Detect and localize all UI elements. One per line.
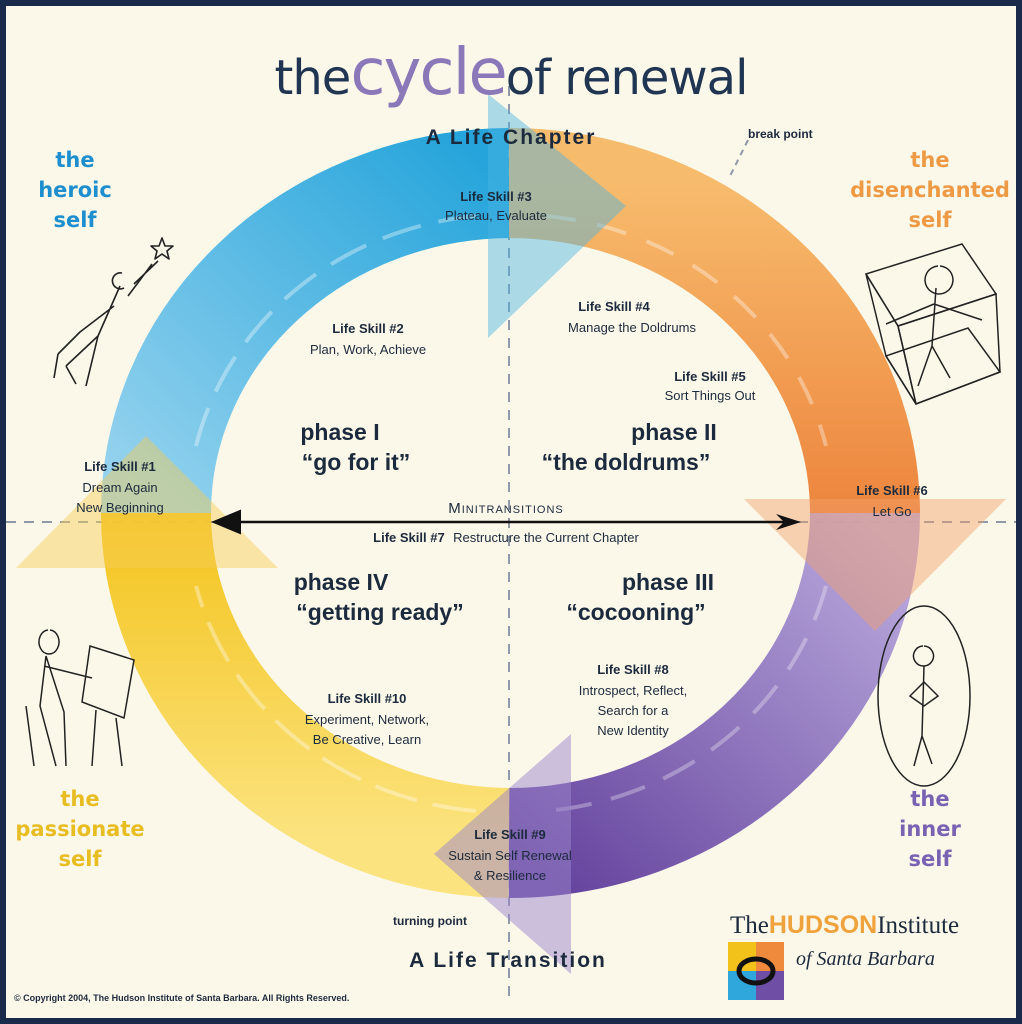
logo-the: The xyxy=(730,912,769,939)
inner-self-label: the inner self xyxy=(899,784,961,874)
life-skill-8-line: Introspect, Reflect, xyxy=(578,683,688,698)
disenchanted-self-figure xyxy=(864,243,1002,406)
life-skill-7-line: Restructure the Current Chapter xyxy=(453,530,639,545)
life-skill-8-title: Life Skill #8 xyxy=(597,662,669,677)
logo-name: HUDSON xyxy=(768,911,878,939)
hudson-logo-icon xyxy=(728,942,784,1000)
arrowhead-bottom xyxy=(434,734,571,974)
copyright-notice: © Copyright 2004, The Hudson Institute o… xyxy=(14,993,350,1003)
logo-institute: Institute xyxy=(877,912,960,939)
life-skill-9-line: & Resilience xyxy=(473,868,547,883)
disenchanted-self-line: the xyxy=(910,148,950,172)
phase-2-title: phase II xyxy=(631,419,717,445)
life-skill-4-line: Manage the Doldrums xyxy=(568,320,696,335)
passionate-self-figure xyxy=(25,629,135,767)
passionate-self-line: the xyxy=(60,787,100,811)
cycle-diagram xyxy=(6,86,1016,996)
arrowhead-right xyxy=(744,499,1006,631)
life-skill-9-title: Life Skill #9 xyxy=(474,827,546,842)
phase-1-subtitle: “go for it” xyxy=(301,449,411,475)
passionate-self-line: self xyxy=(58,847,102,871)
phase-1-title: phase I xyxy=(300,419,380,445)
arrow-tail xyxy=(776,514,801,530)
life-skill-1-line: Dream Again xyxy=(82,480,158,495)
phase-2-subtitle: “the doldrums” xyxy=(541,449,711,475)
ring-segment-purple xyxy=(508,512,920,898)
poster-title: thecycleof renewal xyxy=(6,36,1016,110)
brush-streak xyxy=(194,585,477,813)
break-point-tick xyxy=(729,139,749,177)
life-skill-1-title: Life Skill #1 xyxy=(84,459,156,474)
life-skill-7: Life Skill #7 Restructure the Current Ch… xyxy=(373,528,639,547)
life-transition-label: A Life Transition xyxy=(409,949,607,972)
inner-self-line: self xyxy=(908,847,952,871)
turning-point-label: turning point xyxy=(393,914,467,928)
phase-4-subtitle: “getting ready” xyxy=(296,599,464,625)
life-skill-2-title: Life Skill #2 xyxy=(332,321,404,336)
brush-streak xyxy=(194,214,477,447)
ring-segment-blue xyxy=(101,128,511,514)
brush-streak xyxy=(545,585,828,813)
life-skill-6-line: Let Go xyxy=(872,504,912,519)
life-skill-8-line: Search for a xyxy=(597,703,669,718)
passionate-self-label: the passionate self xyxy=(15,784,144,874)
life-chapter-label: A Life Chapter xyxy=(425,126,597,149)
life-skill-9-line: Sustain Self Renewal xyxy=(448,848,572,863)
inner-self-line: inner xyxy=(899,817,961,841)
arrowhead-top xyxy=(488,94,626,338)
life-skill-7-title: Life Skill #7 xyxy=(373,530,445,545)
brush-streak xyxy=(545,214,828,447)
life-skill-10-line: Be Creative, Learn xyxy=(312,732,422,747)
life-skill-10-title: Life Skill #10 xyxy=(327,691,407,706)
life-skill-8-line: New Identity xyxy=(597,723,669,738)
minitransitions-label: Minitransitions xyxy=(448,500,564,517)
poster: thecycleof renewal A Life Chapter A Life… xyxy=(6,6,1016,1018)
ring-segment-orange xyxy=(508,128,920,514)
life-skill-4-title: Life Skill #4 xyxy=(578,299,650,314)
arrowhead-left xyxy=(16,436,278,568)
title-part-1: the xyxy=(274,50,352,106)
logo-subtitle: of Santa Barbara xyxy=(796,948,935,970)
disenchanted-self-line: disenchanted xyxy=(850,178,1010,202)
phase-4-title: phase IV xyxy=(293,569,389,595)
inner-self-line: the xyxy=(910,787,950,811)
heroic-self-line: heroic xyxy=(38,178,112,202)
title-part-2: cycle xyxy=(350,36,507,110)
passionate-self-line: passionate xyxy=(15,817,145,841)
inner-self-figure xyxy=(877,605,971,787)
break-point-label: break point xyxy=(748,127,813,141)
disenchanted-self-label: the disenchanted self xyxy=(850,145,1010,235)
life-skill-5-line: Sort Things Out xyxy=(664,388,756,403)
heroic-self-line: the xyxy=(55,148,95,172)
life-skill-3-title: Life Skill #3 xyxy=(460,189,532,204)
title-part-3: of renewal xyxy=(505,50,749,106)
heroic-self-figure xyxy=(53,237,174,387)
life-skill-6-title: Life Skill #6 xyxy=(856,483,928,498)
life-skill-10-line: Experiment, Network, xyxy=(304,712,430,727)
life-skill-5-title: Life Skill #5 xyxy=(674,369,746,384)
disenchanted-self-line: self xyxy=(908,208,952,232)
heroic-self-label: the heroic self xyxy=(38,145,112,235)
life-skill-1-line: New Beginning xyxy=(76,500,164,515)
heroic-self-line: self xyxy=(53,208,97,232)
life-skill-3-line: Plateau, Evaluate xyxy=(445,208,547,223)
ring xyxy=(101,128,920,898)
phase-3-title: phase III xyxy=(621,569,715,595)
phase-3-subtitle: “cocooning” xyxy=(566,599,706,625)
hudson-logo-wordmark: TheHUDSONInstitute xyxy=(730,911,959,940)
life-skill-2-line: Plan, Work, Achieve xyxy=(309,342,427,357)
ring-segment-yellow xyxy=(101,512,511,898)
